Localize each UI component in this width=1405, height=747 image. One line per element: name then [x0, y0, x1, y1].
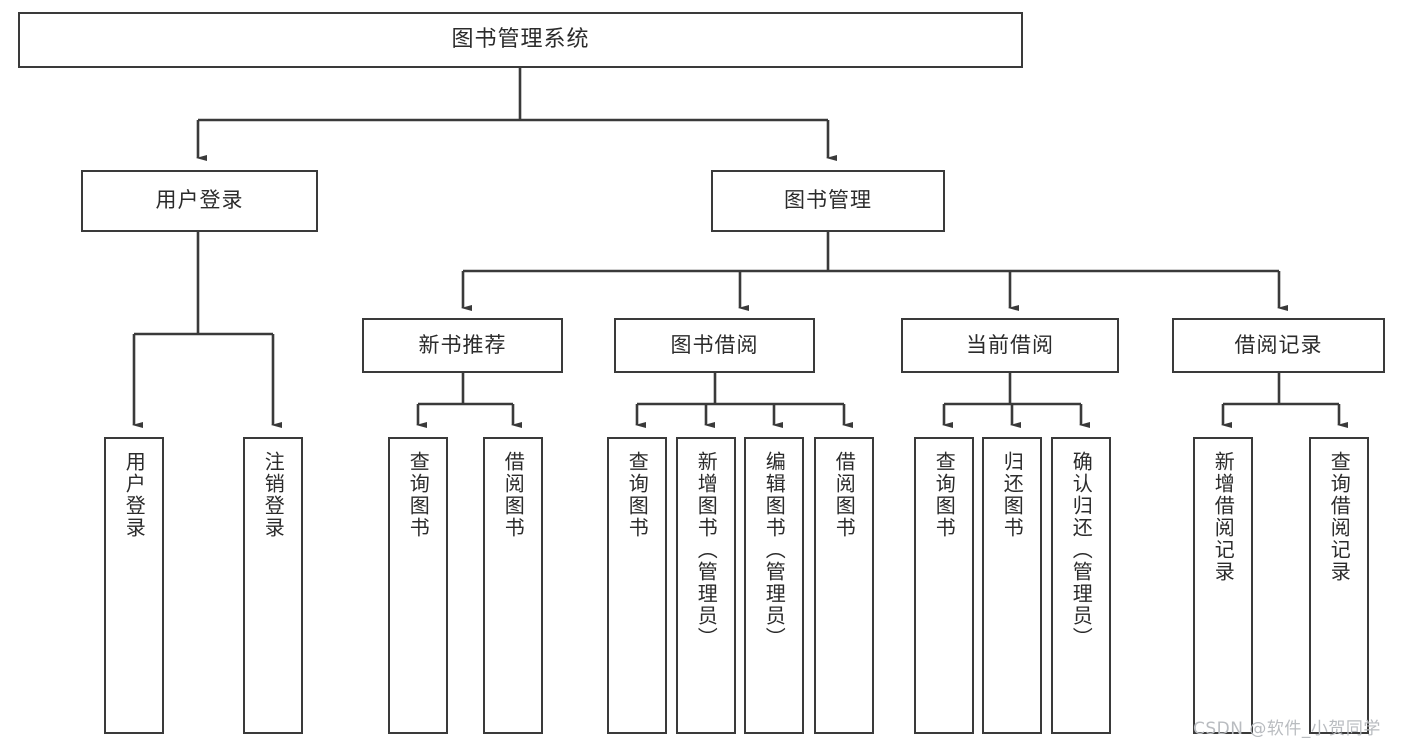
- node-label: 用户登录: [122, 451, 147, 539]
- node-label: 借阅记录: [1234, 332, 1323, 357]
- leaf-borrow-query-book[interactable]: 查询图书: [607, 437, 667, 734]
- leaf-current-confirm-return-admin[interactable]: 确认归还（管理员）: [1051, 437, 1111, 734]
- leaf-borrow-borrow-book[interactable]: 借阅图书: [814, 437, 874, 734]
- leaf-record-add-record[interactable]: 新增借阅记录: [1193, 437, 1253, 734]
- node-label: 编辑图书（管理员）: [762, 451, 787, 649]
- leaf-recommend-query-book[interactable]: 查询图书: [388, 437, 448, 734]
- node-label: 新增借阅记录: [1211, 451, 1236, 583]
- node-label: 新书推荐: [418, 332, 507, 357]
- node-borrow-record[interactable]: 借阅记录: [1172, 318, 1385, 373]
- node-label: 图书管理系统: [451, 26, 590, 52]
- node-new-book-recommend[interactable]: 新书推荐: [362, 318, 563, 373]
- node-label: 查询图书: [625, 451, 650, 539]
- node-label: 图书借阅: [670, 332, 759, 357]
- leaf-current-query-book[interactable]: 查询图书: [914, 437, 974, 734]
- node-label: 图书管理: [784, 188, 872, 213]
- node-label: 查询图书: [406, 451, 431, 539]
- leaf-borrow-edit-book-admin[interactable]: 编辑图书（管理员）: [744, 437, 804, 734]
- leaf-user-login-login[interactable]: 用户登录: [104, 437, 164, 734]
- node-user-login[interactable]: 用户登录: [81, 170, 318, 232]
- node-label: 注销登录: [261, 451, 286, 539]
- node-label: 借阅图书: [832, 451, 857, 539]
- node-book-borrow[interactable]: 图书借阅: [614, 318, 815, 373]
- node-label: 当前借阅: [966, 332, 1054, 357]
- node-book-management[interactable]: 图书管理: [711, 170, 945, 232]
- node-current-borrow[interactable]: 当前借阅: [901, 318, 1119, 373]
- leaf-borrow-add-book-admin[interactable]: 新增图书（管理员）: [676, 437, 736, 734]
- node-label: 查询图书: [932, 451, 957, 539]
- node-label: 用户登录: [155, 188, 244, 213]
- leaf-current-return-book[interactable]: 归还图书: [982, 437, 1042, 734]
- leaf-user-login-logout[interactable]: 注销登录: [243, 437, 303, 734]
- leaf-record-query-record[interactable]: 查询借阅记录: [1309, 437, 1369, 734]
- csdn-watermark: CSDN @软件_小贺同学: [1193, 719, 1381, 739]
- node-label: 查询借阅记录: [1327, 451, 1352, 583]
- node-label: 新增图书（管理员）: [694, 451, 719, 649]
- node-label: 借阅图书: [501, 451, 526, 539]
- node-label: 归还图书: [1000, 451, 1025, 539]
- leaf-recommend-borrow-book[interactable]: 借阅图书: [483, 437, 543, 734]
- node-root-system[interactable]: 图书管理系统: [18, 12, 1023, 68]
- node-label: 确认归还（管理员）: [1069, 451, 1094, 649]
